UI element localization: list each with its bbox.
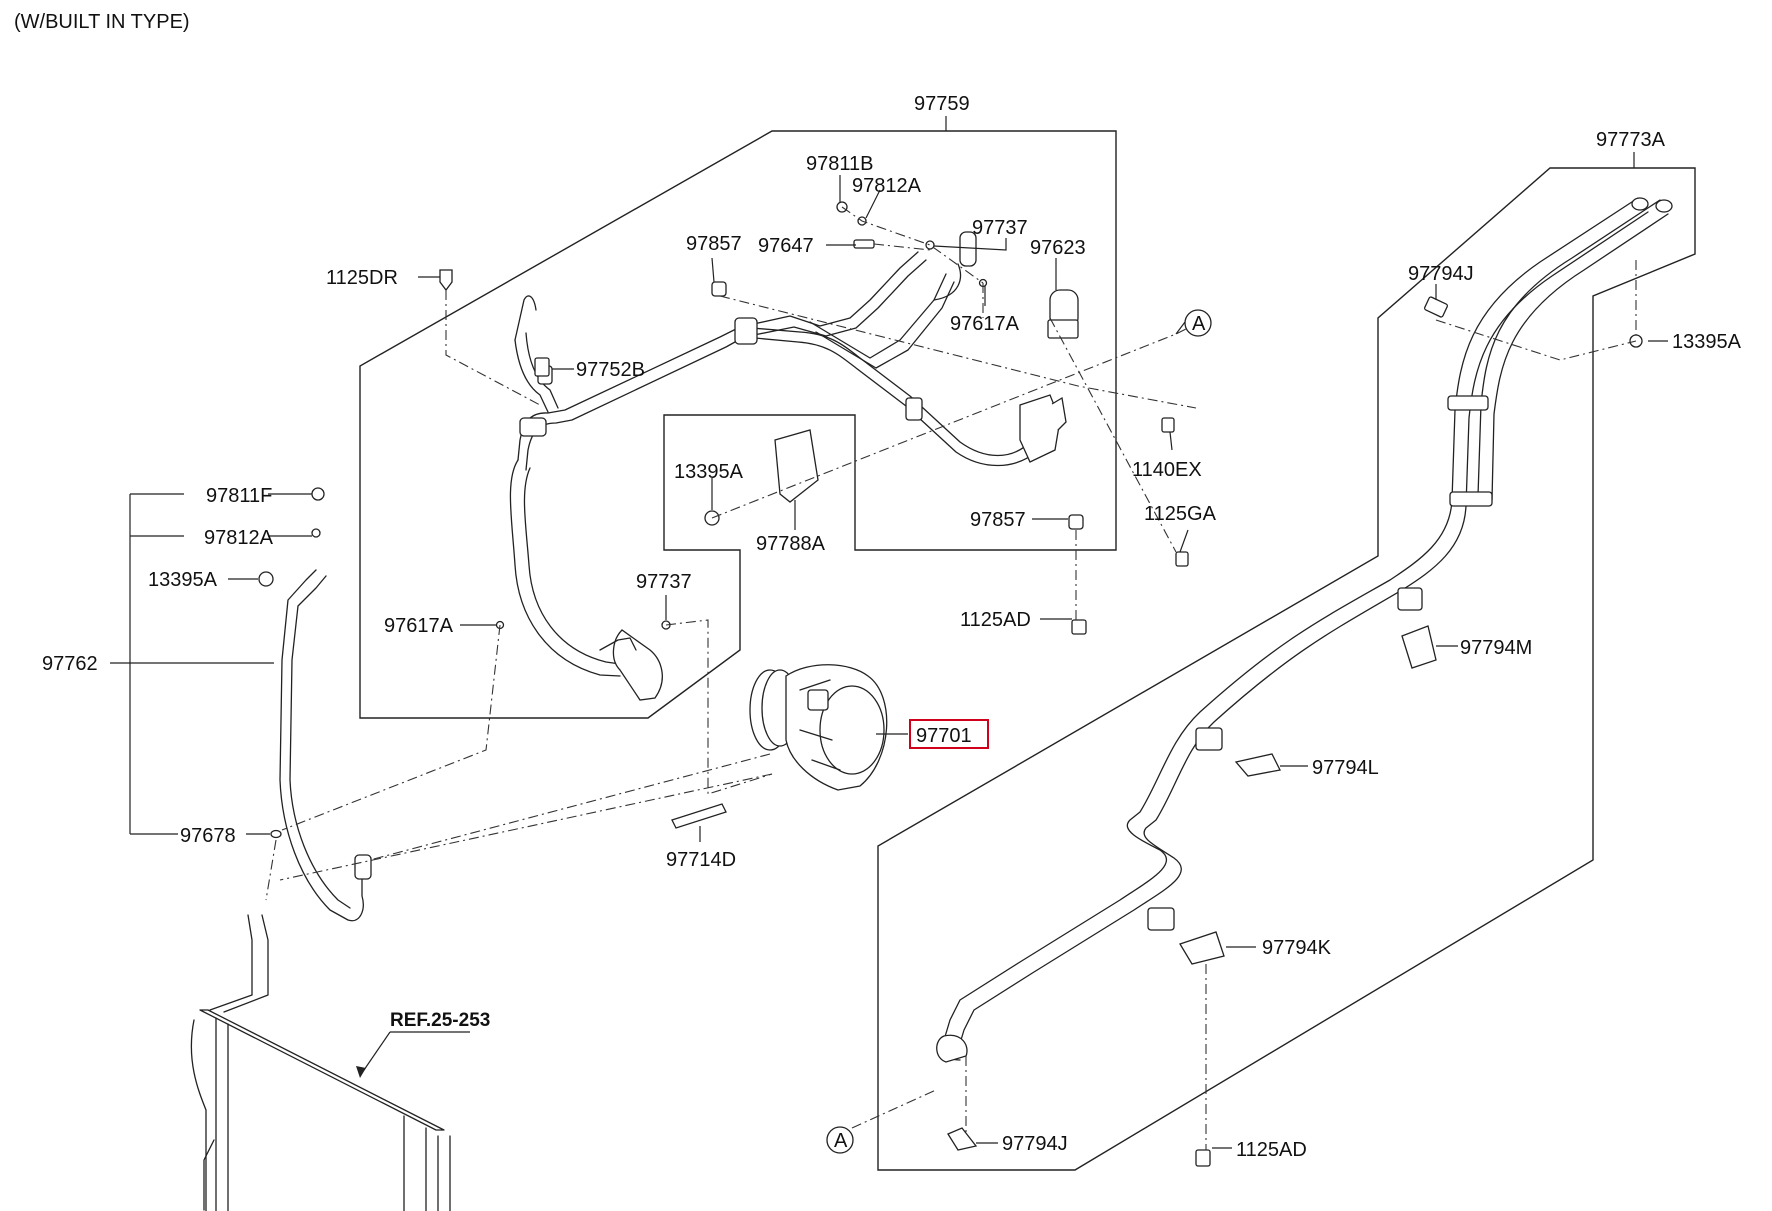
label-13395A-left: 13395A: [148, 569, 218, 591]
label-1125DR: 1125DR: [326, 267, 398, 289]
label-1140EX: 1140EX: [1132, 459, 1202, 481]
label-97812A-left: 97812A: [204, 527, 274, 549]
label-97759: 97759: [914, 93, 970, 115]
washer-97737-top: [925, 240, 935, 250]
label-97794M: 97794M: [1460, 637, 1532, 659]
diagram-title: (W/BUILT IN TYPE): [14, 11, 190, 33]
label-97617A-right: 97617A: [950, 313, 1020, 335]
part-labels: 97759 97811B 97812A 97737 97623 97857 97…: [42, 93, 1742, 1161]
bolt-1140EX: [1161, 417, 1175, 433]
label-97617A-left: 97617A: [384, 615, 454, 637]
bolt-1125DR: [439, 269, 453, 292]
label-97857-mid: 97857: [970, 509, 1026, 531]
bolt-1125GA: [1175, 551, 1189, 567]
o-ring-97812A-left: [311, 528, 321, 538]
label-1125AD-bottom: 1125AD: [1236, 1139, 1307, 1161]
label-1125AD-mid: 1125AD: [960, 609, 1031, 631]
clip-97752B: [534, 357, 550, 377]
assembly-97759-boundary: [359, 130, 1117, 719]
label-97857-top: 97857: [686, 233, 742, 255]
label-97794L: 97794L: [1312, 757, 1379, 779]
label-97812A-top: 97812A: [852, 175, 922, 197]
callout-A-top: A: [1192, 313, 1206, 335]
clip-97794J-bottom: [947, 1127, 978, 1151]
label-97811B: 97811B: [806, 153, 873, 175]
callout-A-bottom: A: [834, 1130, 848, 1152]
label-97794J-bottom: 97794J: [1002, 1133, 1068, 1155]
bolt-1125AD-bottom: [1195, 1149, 1211, 1167]
label-97811F: 97811F: [206, 485, 272, 507]
label-97678: 97678: [180, 825, 236, 847]
hose-assembly-97773A: [936, 197, 1673, 1063]
assembly-97773A-boundary: [877, 167, 1696, 1171]
label-1125GA: 1125GA: [1144, 503, 1217, 525]
label-97701: 97701: [916, 725, 972, 747]
assembly-dashed-lines: [265, 206, 1637, 1150]
label-97752B: 97752B: [576, 359, 645, 381]
leader-lines: [110, 116, 1668, 1149]
compressor-97701: [749, 664, 888, 791]
label-97762: 97762: [42, 653, 98, 675]
nut-97811F: [311, 487, 325, 501]
label-13395A-right: 13395A: [1672, 331, 1742, 353]
reference-label: REF.25-253: [390, 1010, 490, 1031]
bolt-1125AD-mid: [1071, 619, 1087, 635]
label-97737-top: 97737: [972, 217, 1028, 239]
label-97773A: 97773A: [1596, 129, 1666, 151]
label-97737-mid: 97737: [636, 571, 692, 593]
clip-97794K: [1179, 931, 1225, 965]
bolt-97647: [853, 239, 875, 249]
condenser-ref-25-253: [190, 1009, 451, 1211]
callout-A-bottom-circle: [826, 1126, 854, 1154]
label-97714D: 97714D: [666, 849, 736, 871]
label-97788A: 97788A: [756, 533, 826, 555]
callout-A-top-circle: [1184, 309, 1212, 337]
clip-97794M: [1401, 625, 1437, 669]
nut-13395A-left: [258, 571, 274, 587]
label-97647: 97647: [758, 235, 814, 257]
bracket-97788A: [774, 429, 819, 503]
label-97794K: 97794K: [1262, 937, 1332, 959]
o-ring-97678: [270, 829, 282, 839]
liquid-pipe-97762: [209, 569, 372, 1013]
suction-discharge-hose-97759: [509, 231, 1079, 701]
bolt-97714D: [671, 803, 727, 829]
label-97794J-top: 97794J: [1408, 263, 1474, 285]
label-13395A-mid: 13395A: [674, 461, 744, 483]
clip-97794J-top: [1423, 296, 1449, 318]
clip-97794L: [1234, 753, 1281, 777]
highlight-97701: [909, 719, 989, 749]
label-97623: 97623: [1030, 237, 1086, 259]
grommet-97857-mid: [1068, 514, 1084, 530]
